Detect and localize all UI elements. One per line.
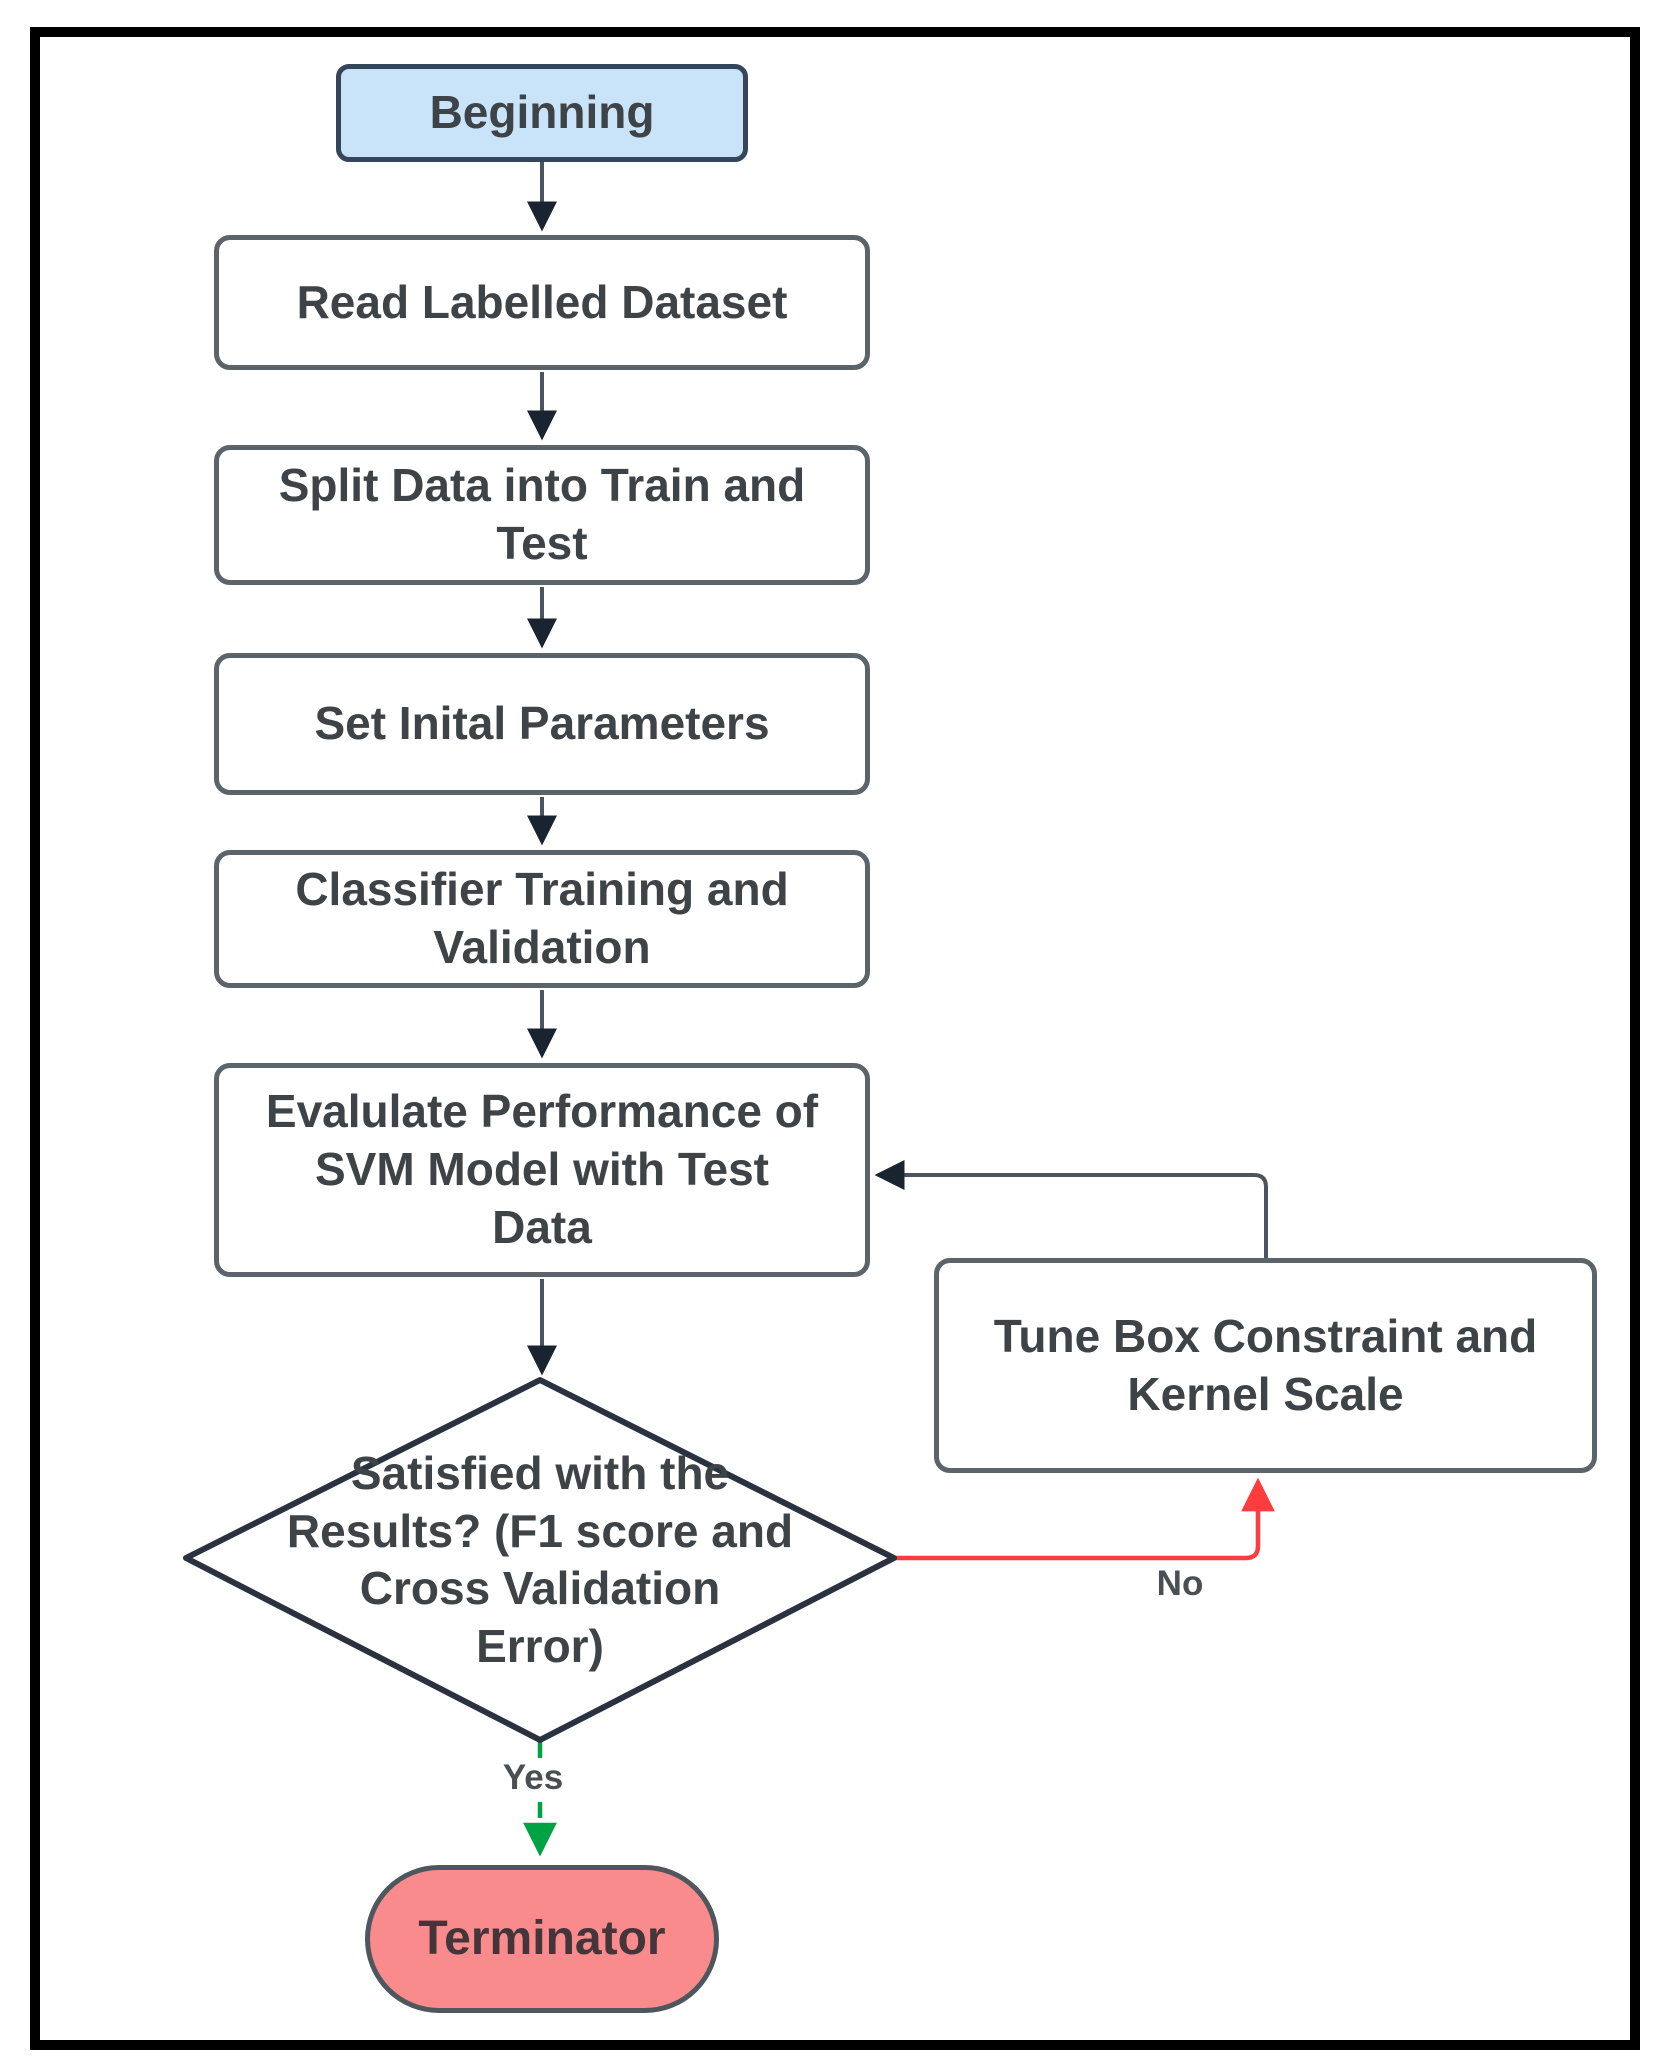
- arrow-tune-to-evaluate: [874, 1160, 1268, 1258]
- terminator-node: Terminator: [365, 1865, 719, 2013]
- decision-diamond-shape: [183, 1377, 897, 1743]
- edge-label-no: No: [1156, 1564, 1204, 1603]
- decision-label: Satisfied with the Results? (F1 score an…: [286, 1447, 794, 1672]
- arrow-no-decision-to-tune: [894, 1477, 1275, 1561]
- process-evaluate-performance: Evalulate Performance of SVM Model with …: [214, 1063, 870, 1277]
- outer-border: [30, 27, 1640, 2050]
- edge-label-yes: Yes: [473, 1758, 593, 1797]
- process-tune-parameters: Tune Box Constraint and Kernel Scale: [934, 1258, 1597, 1473]
- process-split-data: Split Data into Train and Test: [214, 445, 870, 585]
- process-read-dataset: Read Labelled Dataset: [214, 235, 870, 370]
- process-classifier-training: Classifier Training and Validation: [214, 850, 870, 988]
- process-set-parameters: Set Inital Parameters: [214, 653, 870, 795]
- start-node: Beginning: [336, 64, 748, 162]
